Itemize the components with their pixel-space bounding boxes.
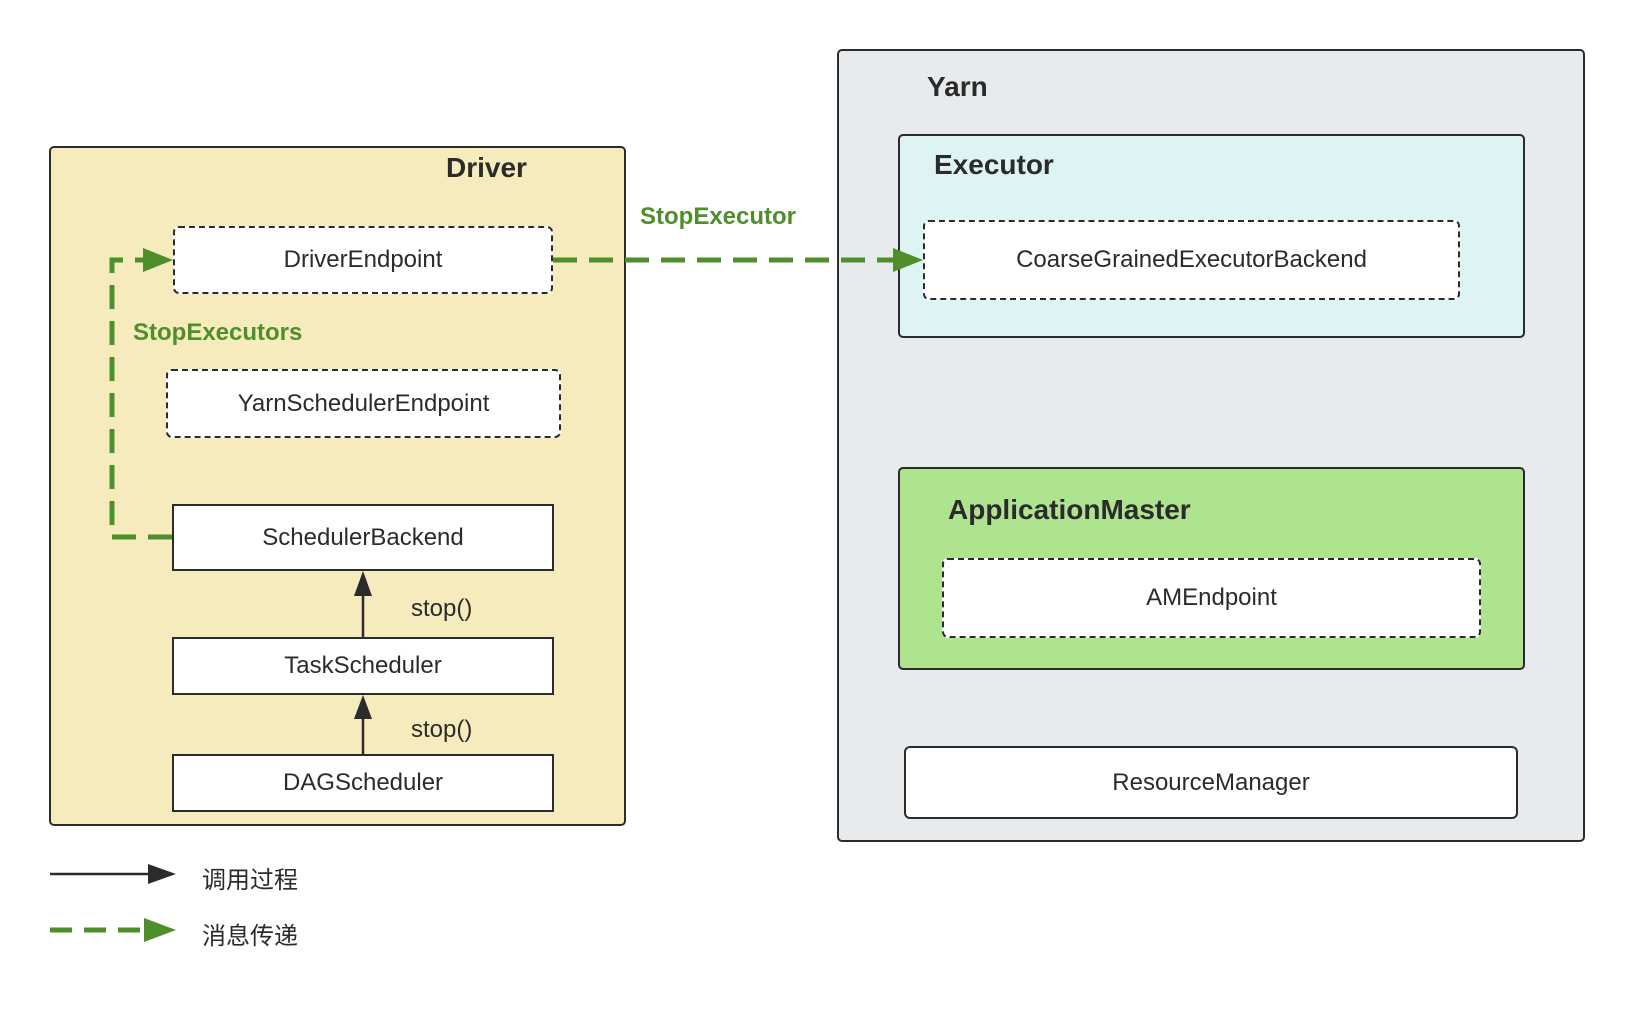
task-scheduler-node: TaskScheduler: [172, 637, 554, 695]
am-endpoint-node: AMEndpoint: [942, 558, 1481, 638]
task-scheduler-label: TaskScheduler: [284, 652, 442, 679]
stop-call-arrow-2: [354, 695, 372, 754]
stop-call-label-1: stop(): [411, 595, 473, 622]
am-endpoint-label: AMEndpoint: [1146, 584, 1277, 611]
stop-executor-arrow: [553, 248, 923, 272]
stop-call-arrow-1: [354, 571, 372, 637]
executor-title: Executor: [934, 149, 1054, 180]
dag-scheduler-label: DAGScheduler: [282, 769, 444, 796]
driver-title: Driver: [446, 152, 527, 183]
coarse-grained-executor-backend-label: CoarseGrainedExecutorBackend: [1016, 246, 1367, 273]
legend-call-label: 调用过程: [202, 867, 298, 894]
resource-manager-node: ResourceManager: [904, 746, 1518, 819]
coarse-grained-executor-backend-node: CoarseGrainedExecutorBackend: [923, 220, 1460, 300]
dag-scheduler-node: DAGScheduler: [172, 754, 554, 812]
yarn-scheduler-endpoint-node: YarnSchedulerEndpoint: [166, 369, 561, 438]
stop-executor-label: StopExecutor: [640, 203, 797, 230]
stop-executors-label: StopExecutors: [133, 319, 303, 346]
legend-call-arrow: [50, 864, 176, 884]
scheduler-backend-label: SchedulerBackend: [262, 523, 464, 551]
legend-message-arrow: [50, 918, 176, 942]
scheduler-backend-node: SchedulerBackend: [172, 504, 554, 571]
stop-call-label-2: stop(): [411, 716, 473, 743]
yarn-scheduler-endpoint-label: YarnSchedulerEndpoint: [237, 389, 490, 417]
driver-endpoint-label: DriverEndpoint: [283, 246, 443, 273]
driver-endpoint-node: DriverEndpoint: [173, 226, 553, 294]
legend-message-label: 消息传递: [202, 923, 298, 950]
application-master-title: ApplicationMaster: [948, 494, 1191, 525]
resource-manager-label: ResourceManager: [1112, 768, 1310, 796]
yarn-title: Yarn: [927, 71, 988, 102]
stop-executors-arrow: [109, 248, 173, 540]
